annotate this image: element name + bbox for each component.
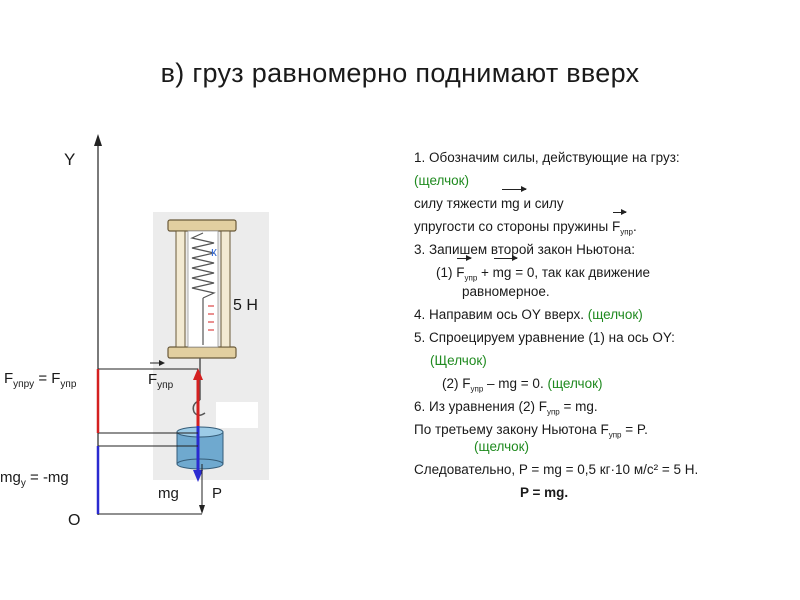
spring-reading: 5 Н	[233, 297, 258, 314]
step-line-9: 5. Спроецируем уравнение (1) на ось OY:	[414, 330, 675, 345]
weight-bottom	[176, 458, 224, 470]
step-line-10-click: (Щелчок)	[430, 353, 487, 368]
spring-constant-label: к	[211, 244, 217, 259]
step-line-3: силу тяжести mg и силу	[414, 186, 794, 215]
scale-top-bar	[167, 219, 237, 232]
gravity-arrowhead	[193, 470, 203, 482]
origin-label: O	[68, 512, 81, 529]
gravity-label: mg	[158, 485, 179, 502]
step-line-16-result: P = mg.	[520, 485, 569, 500]
y-axis-label: Y	[64, 150, 76, 169]
gravity-projection-label: mgy = -mg	[0, 469, 69, 489]
elastic-force-label: Fупр	[148, 371, 174, 391]
weight-label: P	[212, 485, 223, 502]
scale-right-post	[220, 230, 231, 348]
step-line-14-click: (щелчок)	[474, 439, 530, 454]
weight-arrowhead	[199, 505, 205, 514]
elastic-projection-label: Fупрy = Fупр	[4, 370, 77, 390]
scale-ticks	[208, 305, 214, 331]
scale-left-post	[175, 230, 186, 348]
hook-icon	[192, 399, 206, 416]
weight-top	[176, 426, 224, 438]
step-line-1: 1. Обозначим силы, действующие на груз:	[414, 150, 680, 165]
spring-coils	[190, 232, 216, 299]
slide-title: в) груз равномерно поднимают вверх	[160, 58, 640, 88]
step-line-6: (1) Fупр + mg = 0, так как движение	[414, 255, 794, 284]
scale-bottom-bar	[167, 346, 237, 359]
step-line-12: 6. Из уравнения (2) Fупр = mg.	[414, 399, 598, 417]
step-line-13: По третьему закону Ньютона Fупр = P.	[414, 422, 648, 440]
step-line-5: 3. Запишем второй закон Ньютона:	[414, 242, 635, 257]
y-axis-arrowhead	[94, 134, 102, 146]
step-line-2-click: (щелчок)	[414, 173, 470, 188]
display-box	[216, 402, 258, 428]
step-line-15: Следовательно, P = mg = 0,5 кг·10 м/с² =…	[414, 462, 699, 477]
step-line-8: 4. Направим ось OY вверх. (щелчок)	[414, 307, 643, 322]
solution-steps: 1. Обозначим силы, действующие на груз: …	[414, 146, 794, 504]
step-line-7: равномерное.	[462, 284, 550, 299]
step-line-11: (2) Fупр – mg = 0. (щелчок)	[442, 376, 603, 394]
elastic-force-arrowhead	[193, 368, 203, 380]
step-line-4: упругости со стороны пружины Fупр.	[414, 209, 794, 238]
